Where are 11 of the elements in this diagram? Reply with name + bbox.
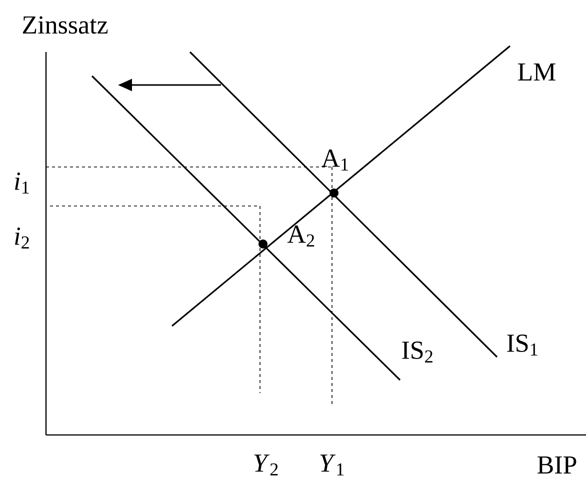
tick-label: Y$_{2}$ [254, 454, 278, 476]
curve-label: LM [518, 63, 556, 81]
curve-label: IS$_{1}$ [507, 334, 538, 356]
curve-label: IS$_{2}$ [402, 342, 432, 362]
point-label: A$_{1}$ [321, 150, 348, 170]
tick-label: i$_{1}$ [15, 172, 29, 194]
axis-label: Zinssatz [22, 16, 108, 34]
tick-label: i$_{2}$ [15, 228, 29, 248]
axis-label: BIP [538, 456, 576, 474]
tick-label: Y$_{1}$ [320, 454, 344, 476]
point-label: A$_{2}$ [287, 226, 314, 246]
